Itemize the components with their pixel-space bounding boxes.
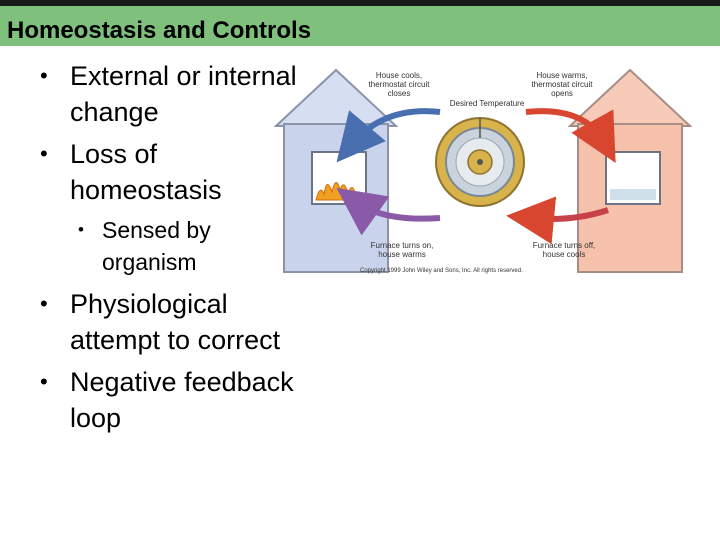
caption-furnace-on-1: Furnace turns on, — [371, 241, 434, 250]
caption-house-warms-1: House warms, — [536, 71, 587, 80]
slide-title: Homeostasis and Controls — [7, 17, 312, 44]
caption-desired-temperature: Desired Temperature — [450, 99, 525, 108]
thermostat-diagram: House cools, thermostat circuit closes H… — [273, 68, 693, 274]
caption-house-cools-2: thermostat circuit — [369, 80, 431, 89]
arrow-furnace-on — [336, 188, 441, 236]
arrow-warming — [525, 108, 616, 163]
thermostat-icon — [435, 117, 525, 207]
sub-bullet-sensed: Sensed by organism — [0, 214, 300, 278]
bullet-change: External or internal change — [0, 58, 300, 130]
caption-house-cools-3: closes — [388, 89, 411, 98]
title-bar: Homeostasis and Controls — [0, 6, 720, 46]
caption-house-warms-2: thermostat circuit — [532, 80, 594, 89]
caption-furnace-off-2: house cools — [543, 250, 586, 259]
copyright-text: Copyright 1999 John Wiley and Sons, Inc.… — [360, 268, 523, 274]
bullet-feedback: Negative feedback loop — [0, 364, 300, 436]
caption-furnace-on-2: house warms — [378, 250, 426, 259]
caption-furnace-off-1: Furnace turns off, — [533, 241, 596, 250]
bullet-list: External or internal change Loss of home… — [0, 58, 300, 442]
top-rule — [0, 0, 720, 6]
caption-house-warms-3: opens — [551, 89, 573, 98]
arrow-furnace-off — [506, 196, 609, 245]
bullet-physiological: Physiological attempt to correct — [0, 286, 300, 358]
diagram-captions: House cools, thermostat circuit closes H… — [360, 71, 595, 274]
arrow-cooling — [336, 108, 441, 163]
bullet-loss: Loss of homeostasis — [0, 136, 300, 208]
caption-house-cools-1: House cools, — [376, 71, 422, 80]
